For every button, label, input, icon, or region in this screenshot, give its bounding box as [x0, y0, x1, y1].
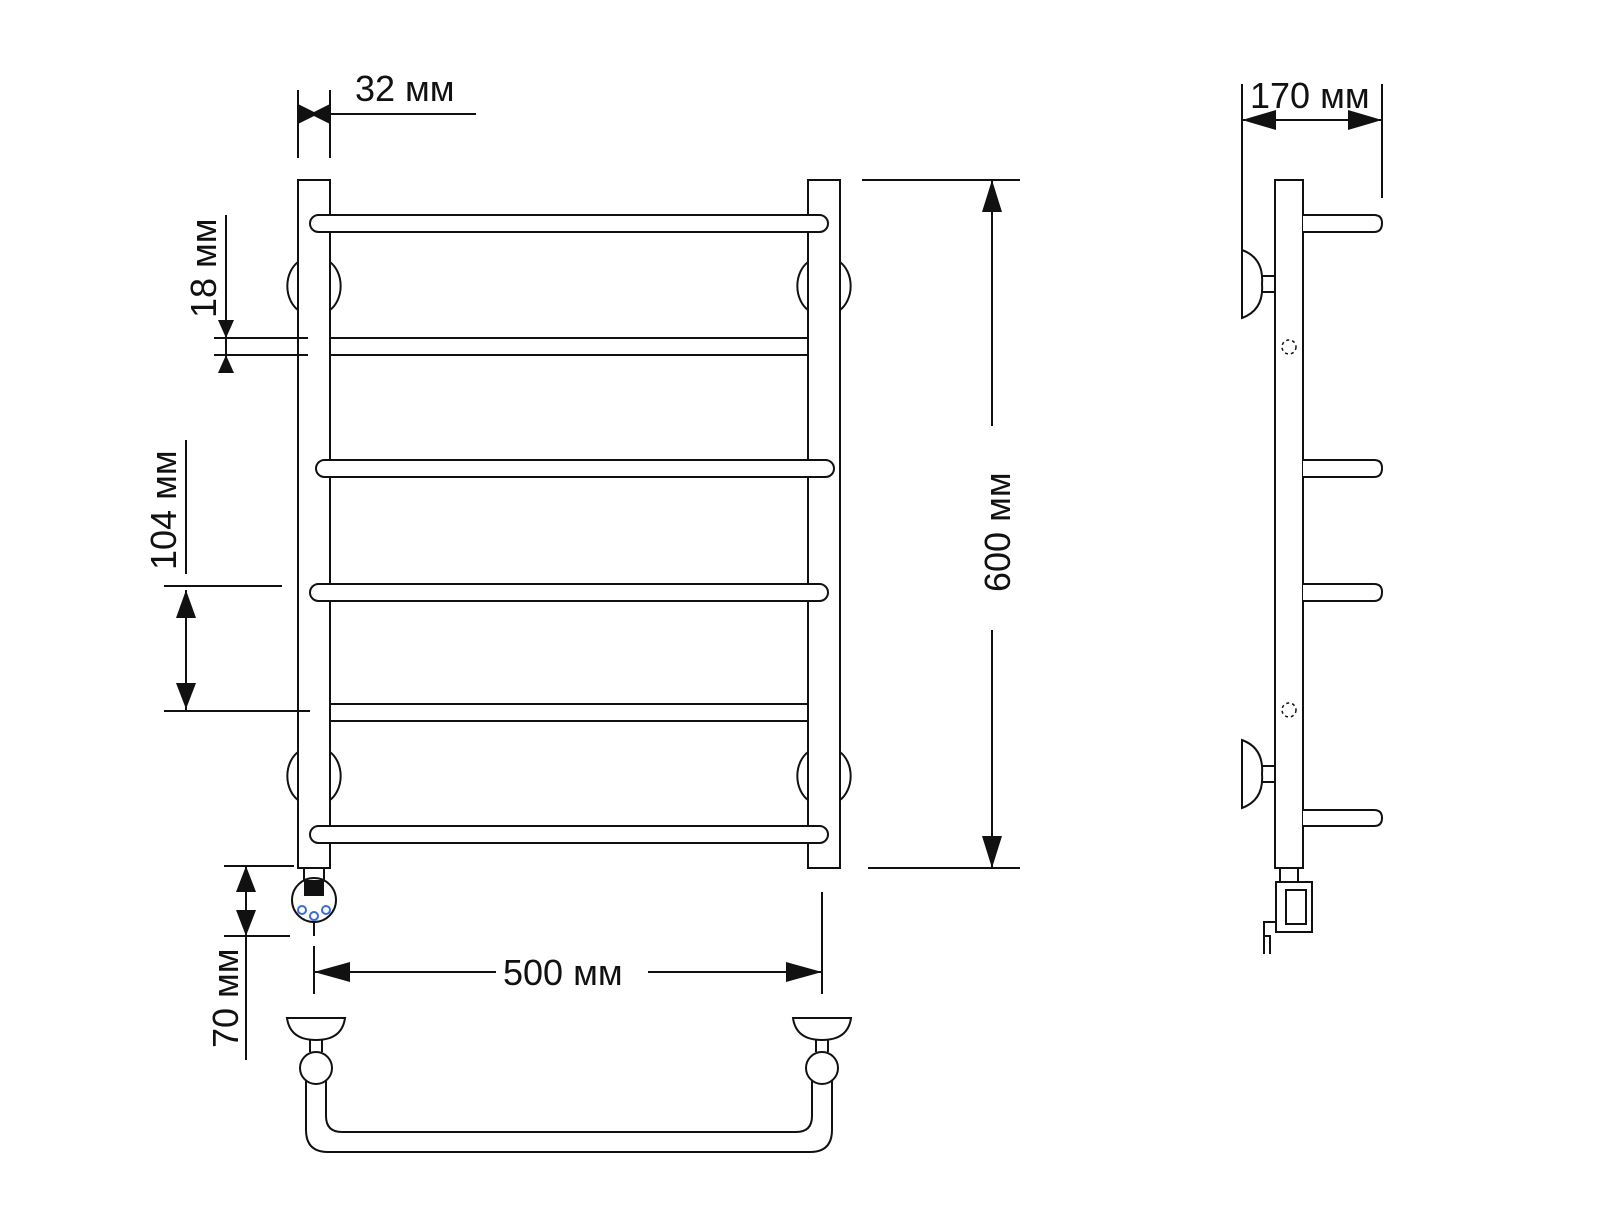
dim-heater-offset-label: 70 мм — [205, 948, 246, 1048]
round-crossbars — [309, 214, 835, 844]
dim-height-label: 600 мм — [977, 472, 1018, 592]
dim-width-label: 500 мм — [503, 952, 623, 993]
panel-2 — [329, 354, 809, 461]
rectangular-crossbars — [329, 231, 809, 827]
dim-pipe-width: 32 мм — [297, 68, 476, 158]
crossbar-6 — [309, 825, 829, 844]
crossbar-4 — [309, 583, 829, 602]
crossbar-1 — [309, 214, 829, 233]
dim-bar-gap: 18 мм — [183, 215, 308, 373]
side-heater — [1263, 867, 1313, 954]
dim-heater-offset: 70 мм — [205, 865, 294, 1060]
dim-depth-label: 170 мм — [1250, 75, 1370, 116]
dim-bar-pitch: 104 мм — [143, 440, 310, 712]
panel-3 — [329, 476, 809, 585]
panel-5 — [329, 720, 809, 827]
side-hidden-hole-1 — [1281, 339, 1297, 355]
front-view: 32 мм 18 мм 104 мм — [143, 68, 1020, 1060]
panel-4 — [329, 600, 809, 705]
top-view-joint-right — [805, 1051, 839, 1085]
top-view-u-bar — [305, 1068, 833, 1153]
dim-height: 600 мм — [862, 179, 1020, 869]
top-view-bracket-right — [791, 1017, 853, 1042]
top-view-bracket-left — [285, 1017, 347, 1042]
crossbar-3 — [315, 459, 835, 478]
side-bars — [1303, 214, 1384, 827]
side-view: 170 мм — [1241, 75, 1384, 954]
dim-width: 500 мм — [313, 892, 823, 994]
wall-brackets-front — [286, 261, 852, 801]
right-vertical-pipe — [807, 179, 841, 869]
side-vertical-pipe — [1274, 179, 1304, 869]
side-hidden-hole-2 — [1281, 702, 1297, 718]
left-vertical-pipe — [297, 179, 331, 869]
top-view — [285, 1017, 853, 1153]
panel-1 — [329, 231, 809, 339]
side-wall-brackets — [1241, 248, 1275, 810]
heater-element — [291, 867, 337, 936]
dim-bar-pitch-label: 104 мм — [143, 450, 184, 570]
top-view-joint-left — [299, 1051, 333, 1085]
dim-depth: 170 мм — [1241, 75, 1383, 312]
dim-pipe-width-label: 32 мм — [355, 68, 455, 109]
dim-bar-gap-label: 18 мм — [183, 218, 224, 318]
